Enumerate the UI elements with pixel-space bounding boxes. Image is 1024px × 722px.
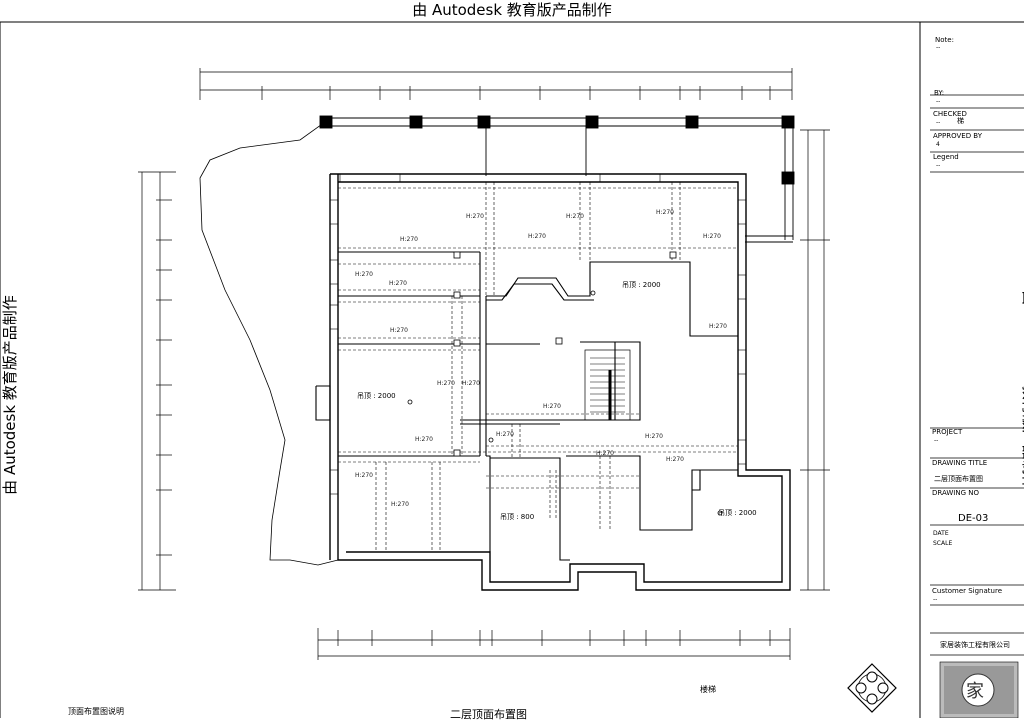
by-value: -- (936, 98, 941, 105)
room-tag: H:270 (566, 213, 584, 220)
site-boundary (199, 121, 339, 566)
approved-label: APPROVED BY (933, 132, 983, 140)
checked-value: -- (936, 119, 941, 126)
checked-label: CHECKED (933, 110, 967, 118)
room-tag: H:270 (656, 209, 674, 216)
room-tag: H:270 (355, 472, 373, 479)
date-label: DATE (933, 530, 949, 537)
drawing-title-label: DRAWING TITLE (932, 459, 988, 467)
legend-value: -- (936, 162, 941, 169)
windows (329, 173, 747, 495)
sheet-border (0, 21, 1024, 718)
room-tag: H:270 (462, 380, 480, 387)
north-compass (847, 663, 897, 713)
room-tag: H:270 (645, 433, 663, 440)
room-tag: H:270 (596, 450, 614, 457)
exterior-walls (329, 173, 791, 591)
drawing-number: DE-03 (958, 513, 989, 524)
room-tag: H:270 (355, 271, 373, 278)
ceiling-label: 吊顶 : 2000 (357, 392, 396, 400)
approved-value: 4 (936, 141, 940, 148)
room-tag: H:270 (400, 236, 418, 243)
room-tag: H:270 (390, 327, 408, 334)
room-tag: H:270 (528, 233, 546, 240)
balcony-beam (319, 115, 795, 243)
room-tag: H:270 (543, 403, 561, 410)
by-label: BY: (934, 89, 945, 97)
notes-value: -- (936, 44, 941, 51)
plan-caption: 楼梯 (700, 685, 716, 694)
svg-text:家: 家 (966, 681, 984, 702)
checked-mark: 梯 (957, 117, 964, 125)
signature-value: -- (933, 596, 938, 603)
staircase (590, 357, 625, 420)
watermark-top: 由 Autodesk 教育版产品制作 (412, 1, 612, 19)
bottom-title: 二层顶面布置图 (450, 708, 527, 721)
company-line: 家居装饰工程有限公司 (940, 641, 1010, 649)
room-tag: H:270 (666, 456, 684, 463)
title-block-lines (930, 94, 1024, 656)
room-tag: H:270 (703, 233, 721, 240)
room-tag: H:270 (415, 436, 433, 443)
room-tag: H:270 (437, 380, 455, 387)
ceiling-label: 吊顶 : 2000 (718, 509, 757, 517)
drawing-title-value: 二层顶面布置图 (934, 475, 983, 483)
room-tag: H:270 (709, 323, 727, 330)
room-tag: H:270 (389, 280, 407, 287)
columns (407, 251, 723, 516)
notes-label: Note: (935, 36, 954, 44)
project-value: -- (934, 437, 939, 444)
room-tag: H:270 (391, 501, 409, 508)
ceiling-label: 吊顶 : 2000 (622, 281, 661, 289)
project-label: PROJECT (932, 428, 963, 436)
ceiling-label: 吊顶 : 800 (500, 513, 535, 521)
room-tag: H:270 (466, 213, 484, 220)
interior-walls (315, 251, 738, 561)
company-logo: 家 (939, 661, 1019, 718)
room-tag: H:270 (496, 431, 514, 438)
dimension-lines (138, 68, 830, 660)
bottom-left-note: 顶面布置图说明 (68, 707, 124, 716)
drawing-no-label: DRAWING NO (932, 489, 979, 497)
scale-label: SCALE (933, 540, 953, 547)
legend-label: Legend (933, 153, 959, 161)
ceiling-grid (338, 182, 738, 552)
signature-label: Customer Signature (932, 587, 1002, 595)
